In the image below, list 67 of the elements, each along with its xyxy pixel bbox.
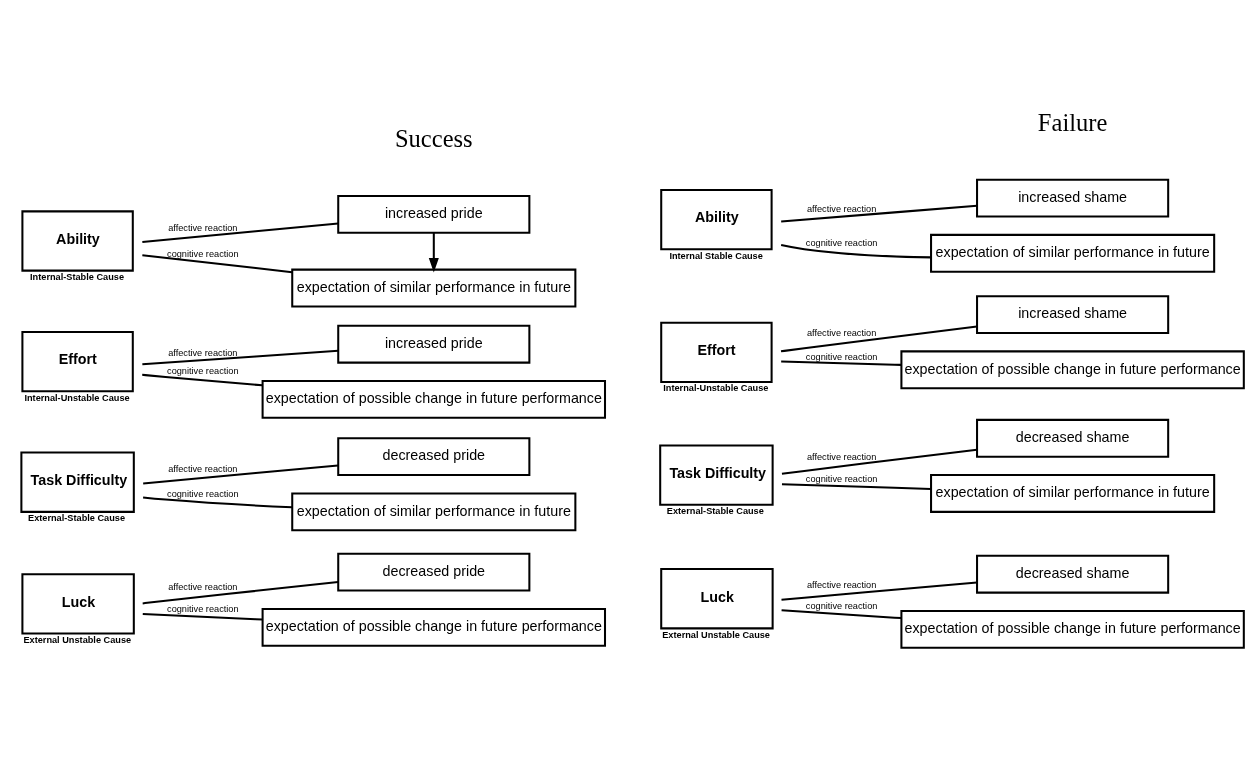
edge-label: affective reaction [806, 451, 877, 462]
edge-label: affective reaction [806, 579, 877, 590]
connector [781, 483, 931, 490]
node-box: Effort [21, 330, 134, 393]
node-box: Luck [660, 568, 774, 630]
label: Failure [1037, 108, 1108, 136]
edge-label: cognitive reaction [167, 604, 239, 615]
edge-label: affective reaction [168, 464, 238, 475]
node-box: expectation of similar performance in future [291, 492, 577, 532]
node-label: Internal-Unstable Cause [24, 392, 130, 403]
arrow [428, 232, 439, 273]
connector [143, 496, 293, 509]
node-box: decreased shame [976, 418, 1170, 458]
node-box: Task Difficulty [659, 444, 774, 506]
edge-label: cognitive reaction [805, 351, 878, 362]
edge-label: affective reaction [168, 347, 238, 358]
node-box: increased shame [976, 295, 1170, 334]
connector [142, 373, 263, 387]
node-label: External-Stable Cause [666, 506, 764, 517]
node-box: expectation of possible change in future performance [900, 610, 1245, 649]
node-box: expectation of similar performance in future [291, 268, 577, 308]
connector [781, 360, 902, 366]
node-box: expectation of possible change in future performance [261, 380, 606, 419]
node-box: expectation of possible change in future performance [261, 607, 606, 647]
node-label: Internal-Unstable Cause [663, 383, 769, 394]
connector [142, 349, 339, 366]
node-label: Internal Stable Cause [669, 250, 763, 261]
edge-label: affective reaction [806, 328, 877, 339]
connector [781, 204, 978, 223]
edge-label: cognitive reaction [805, 238, 878, 249]
node-box: decreased pride [337, 437, 531, 477]
edge-label: cognitive reaction [167, 488, 239, 499]
connector [142, 581, 339, 605]
connector [780, 325, 978, 353]
node-box: increased pride [337, 195, 531, 234]
node-label: External-Stable Cause [28, 513, 126, 524]
node-box: increased shame [976, 178, 1170, 218]
node-box: expectation of similar performance in future [930, 233, 1216, 273]
edge-label: affective reaction [168, 222, 238, 233]
connector [142, 254, 293, 274]
connector [142, 612, 263, 621]
edge-label: cognitive reaction [167, 248, 239, 259]
node-box: expectation of similar performance in future [930, 474, 1216, 513]
node-box: Luck [21, 573, 135, 635]
node-box: Task Difficulty [20, 451, 135, 513]
node-label: External Unstable Cause [662, 629, 770, 640]
node-box: expectation of possible change in future performance [900, 350, 1245, 390]
node-box: decreased shame [976, 554, 1170, 594]
edge-label: affective reaction [806, 203, 877, 214]
connector [143, 464, 339, 485]
edge-label: cognitive reaction [805, 474, 878, 485]
edge-label: affective reaction [168, 581, 238, 592]
node-box: Ability [660, 188, 773, 251]
node-label: Internal-Stable Cause [30, 272, 125, 283]
node-box: decreased pride [337, 552, 531, 592]
connector [781, 609, 902, 620]
node-box: Effort [660, 321, 773, 384]
connector [780, 244, 932, 259]
label: Success [394, 125, 473, 153]
node-label: External Unstable Cause [23, 634, 132, 645]
node-box: increased pride [337, 324, 531, 364]
connector [781, 581, 978, 601]
node-box: Ability [21, 210, 134, 272]
connector [142, 222, 339, 244]
edge-label: cognitive reaction [805, 601, 878, 612]
connector [781, 448, 978, 475]
edge-label: cognitive reaction [167, 366, 239, 377]
